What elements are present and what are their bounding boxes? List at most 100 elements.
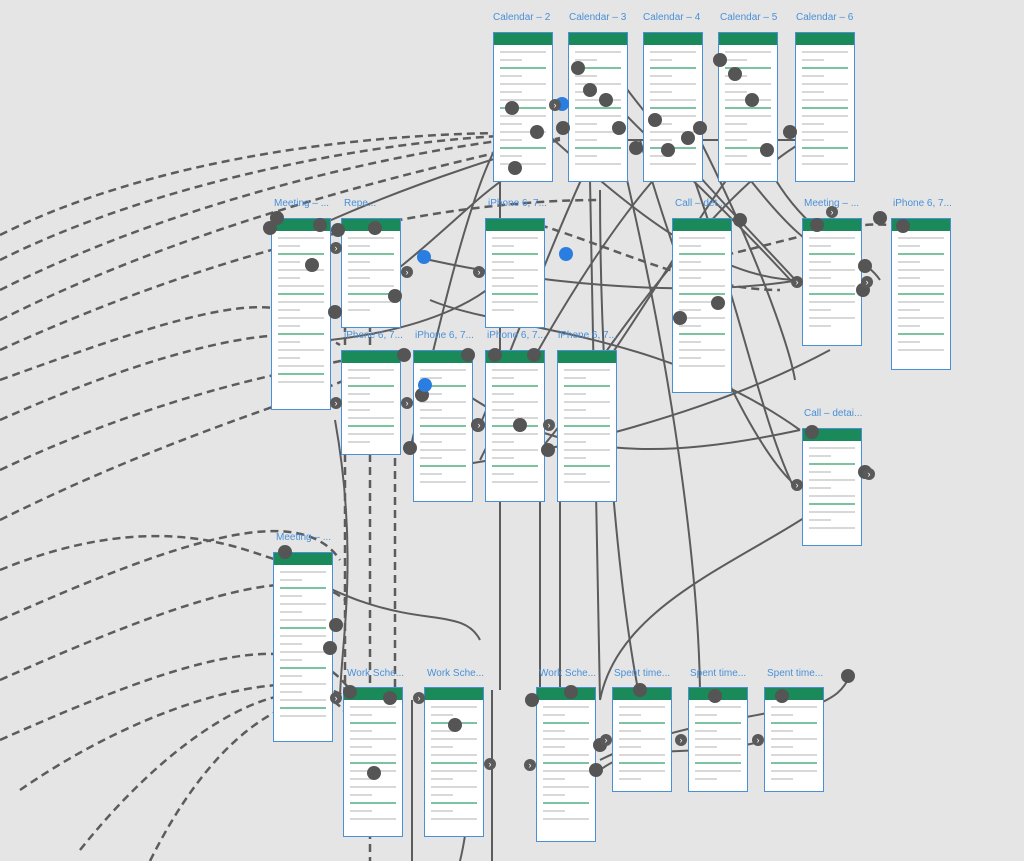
artboard-iphone-5[interactable] bbox=[485, 350, 545, 502]
chevron-right-icon[interactable]: › bbox=[543, 419, 555, 431]
artboard-spent-1[interactable] bbox=[612, 687, 672, 792]
link-hotspot[interactable] bbox=[681, 131, 695, 145]
link-hotspot[interactable] bbox=[448, 718, 462, 732]
artboard-label[interactable]: iPhone 6, 7... bbox=[344, 330, 403, 341]
link-hotspot[interactable] bbox=[278, 545, 292, 559]
link-hotspot[interactable] bbox=[367, 766, 381, 780]
artboard-calendar-4[interactable] bbox=[643, 32, 703, 182]
link-hotspot[interactable] bbox=[896, 219, 910, 233]
link-hotspot[interactable] bbox=[541, 443, 555, 457]
link-hotspot[interactable] bbox=[728, 67, 742, 81]
link-hotspot[interactable] bbox=[564, 685, 578, 699]
link-hotspot[interactable] bbox=[527, 348, 541, 362]
chevron-right-icon[interactable]: › bbox=[401, 397, 413, 409]
link-hotspot[interactable] bbox=[388, 289, 402, 303]
artboard-label[interactable]: Calendar – 2 bbox=[493, 12, 551, 23]
artboard-meeting-1[interactable] bbox=[271, 218, 331, 410]
artboard-iphone-4[interactable] bbox=[413, 350, 473, 502]
artboard-iphone-1[interactable] bbox=[485, 218, 545, 328]
artboard-label[interactable]: Call – det... bbox=[675, 198, 726, 209]
artboard-repeat[interactable] bbox=[341, 218, 401, 328]
artboard-iphone-6[interactable] bbox=[557, 350, 617, 502]
chevron-right-icon[interactable]: › bbox=[791, 479, 803, 491]
chevron-right-icon[interactable]: › bbox=[600, 734, 612, 746]
link-hotspot[interactable] bbox=[711, 296, 725, 310]
link-hotspot[interactable] bbox=[633, 683, 647, 697]
artboard-label[interactable]: Calendar – 3 bbox=[569, 12, 627, 23]
link-hotspot[interactable] bbox=[873, 211, 887, 225]
artboard-label[interactable]: Calendar – 5 bbox=[720, 12, 778, 23]
link-hotspot[interactable] bbox=[841, 669, 855, 683]
link-hotspot[interactable] bbox=[733, 213, 747, 227]
link-hotspot[interactable] bbox=[745, 93, 759, 107]
link-hotspot[interactable] bbox=[383, 691, 397, 705]
chevron-right-icon[interactable]: › bbox=[863, 468, 875, 480]
artboard-label[interactable]: Spent time... bbox=[614, 668, 671, 679]
link-hotspot[interactable] bbox=[505, 101, 519, 115]
artboard-spent-2[interactable] bbox=[688, 687, 748, 792]
artboard-label[interactable]: Spent time... bbox=[767, 668, 824, 679]
link-hotspot[interactable] bbox=[571, 61, 585, 75]
chevron-right-icon[interactable]: › bbox=[473, 266, 485, 278]
link-hotspot[interactable] bbox=[599, 93, 613, 107]
link-hotspot[interactable] bbox=[760, 143, 774, 157]
chevron-right-icon[interactable]: › bbox=[752, 734, 764, 746]
artboard-label[interactable]: Meeting – ... bbox=[804, 198, 860, 209]
link-hotspot[interactable] bbox=[263, 221, 277, 235]
link-hotspot[interactable] bbox=[331, 223, 345, 237]
link-hotspot[interactable] bbox=[708, 689, 722, 703]
link-hotspot[interactable] bbox=[648, 113, 662, 127]
artboard-label[interactable]: Work Sche... bbox=[427, 668, 485, 679]
link-hotspot[interactable] bbox=[329, 618, 343, 632]
link-hotspot[interactable] bbox=[661, 143, 675, 157]
artboard-label[interactable]: Repe... bbox=[344, 198, 377, 209]
artboard-label[interactable]: Calendar – 4 bbox=[643, 12, 701, 23]
link-hotspot[interactable] bbox=[783, 125, 797, 139]
chevron-right-icon[interactable]: › bbox=[484, 758, 496, 770]
artboard-label[interactable]: iPhone 6, 7... bbox=[893, 198, 952, 209]
artboard-calendar-2[interactable] bbox=[493, 32, 553, 182]
chevron-right-icon[interactable]: › bbox=[524, 759, 536, 771]
link-hotspot[interactable] bbox=[323, 641, 337, 655]
chevron-right-icon[interactable]: › bbox=[549, 99, 561, 111]
link-hotspot[interactable] bbox=[397, 348, 411, 362]
link-hotspot[interactable] bbox=[589, 763, 603, 777]
link-hotspot[interactable] bbox=[775, 689, 789, 703]
link-hotspot[interactable] bbox=[673, 311, 687, 325]
chevron-right-icon[interactable]: › bbox=[330, 397, 342, 409]
artboard-label[interactable]: Meeting – ... bbox=[276, 532, 332, 543]
link-hotspot[interactable] bbox=[368, 221, 382, 235]
link-hotspot[interactable] bbox=[461, 348, 475, 362]
artboard-call-2[interactable] bbox=[802, 428, 862, 546]
artboard-calendar-6[interactable] bbox=[795, 32, 855, 182]
link-hotspot[interactable] bbox=[583, 83, 597, 97]
link-hotspot[interactable] bbox=[805, 425, 819, 439]
link-hotspot[interactable] bbox=[305, 258, 319, 272]
artboard-label[interactable]: iPhone 6, 7... bbox=[488, 198, 547, 209]
link-hotspot[interactable] bbox=[313, 218, 327, 232]
artboard-iphone-2[interactable] bbox=[891, 218, 951, 370]
selected-link-hotspot[interactable] bbox=[418, 378, 432, 392]
link-hotspot[interactable] bbox=[328, 305, 342, 319]
link-hotspot[interactable] bbox=[612, 121, 626, 135]
selected-link-hotspot[interactable] bbox=[559, 247, 573, 261]
link-hotspot[interactable] bbox=[556, 121, 570, 135]
artboard-spent-3[interactable] bbox=[764, 687, 824, 792]
artboard-calendar-5[interactable] bbox=[718, 32, 778, 182]
artboard-label[interactable]: Calendar – 6 bbox=[796, 12, 854, 23]
selected-link-hotspot[interactable] bbox=[417, 250, 431, 264]
link-hotspot[interactable] bbox=[858, 259, 872, 273]
chevron-right-icon[interactable]: › bbox=[330, 242, 342, 254]
link-hotspot[interactable] bbox=[693, 121, 707, 135]
artboard-label[interactable]: iPhone 6, 7... bbox=[558, 330, 617, 341]
chevron-right-icon[interactable]: › bbox=[330, 692, 342, 704]
artboard-meeting-2[interactable] bbox=[802, 218, 862, 346]
chevron-right-icon[interactable]: › bbox=[401, 266, 413, 278]
chevron-right-icon[interactable]: › bbox=[826, 206, 838, 218]
link-hotspot[interactable] bbox=[525, 693, 539, 707]
artboard-label[interactable]: iPhone 6, 7... bbox=[487, 330, 546, 341]
artboard-calendar-3[interactable] bbox=[568, 32, 628, 182]
link-hotspot[interactable] bbox=[810, 218, 824, 232]
chevron-right-icon[interactable]: › bbox=[473, 419, 485, 431]
